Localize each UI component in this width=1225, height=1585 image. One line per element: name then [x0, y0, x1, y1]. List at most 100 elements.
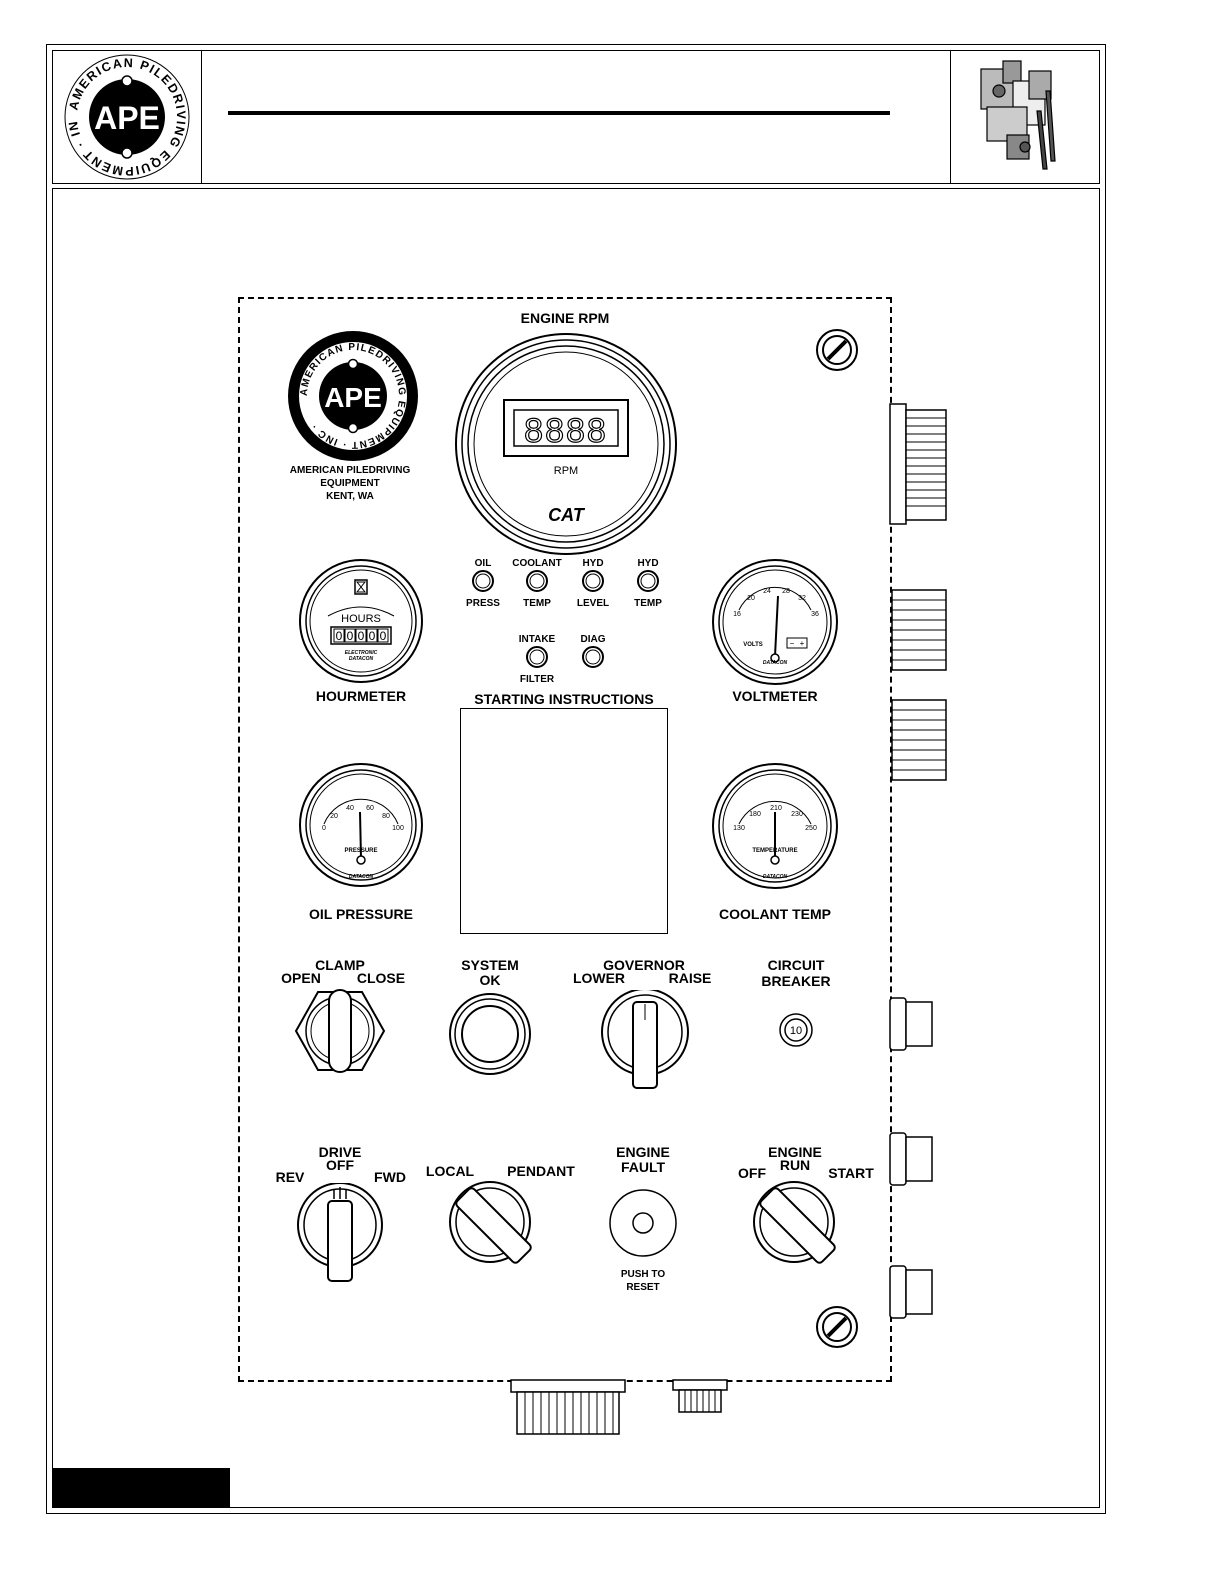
- system-ok-label: SYSTEM OK: [461, 957, 519, 988]
- clamp-close-label: CLOSE: [356, 970, 406, 986]
- indicator-bottom-label: LEVEL: [576, 598, 610, 609]
- governor-raise-label: RAISE: [668, 970, 712, 986]
- counter-digit: 0: [336, 629, 343, 643]
- governor-switch[interactable]: [600, 990, 690, 1090]
- clamp-title: CLAMP: [315, 957, 365, 973]
- indicator-lamp: [526, 646, 548, 668]
- svg-text:250: 250: [805, 825, 817, 832]
- svg-text:28: 28: [782, 588, 790, 595]
- indicator-top-label: DIAG: [580, 634, 606, 645]
- rpm-unit-label: RPM: [554, 465, 578, 477]
- hourmeter-dial-text: HOURS: [341, 613, 381, 625]
- panel-ape-logo: AMERICAN PILEDRIVING EQUIPMENT · INC · A…: [288, 331, 418, 461]
- company-name: AMERICAN PILEDRIVING EQUIPMENT KENT, WA: [270, 464, 430, 503]
- engine-run-label: RUN: [779, 1157, 811, 1173]
- svg-text:VOLTS: VOLTS: [743, 642, 763, 648]
- svg-text:DATACON: DATACON: [349, 656, 374, 662]
- svg-text:20: 20: [330, 813, 338, 820]
- counter-digit: 0: [380, 629, 387, 643]
- svg-text:210: 210: [770, 805, 782, 812]
- governor-knob-handle: [632, 1001, 658, 1089]
- header-logo-box: AMERICAN PILEDRIVING EQUIPMENT · INC · A…: [48, 40, 202, 184]
- voltmeter-gauge: 16 20 24 28 32 36 VOLTS − + DATACON: [712, 559, 838, 685]
- svg-text:36: 36: [811, 611, 819, 618]
- clamp-knob-handle: [328, 989, 352, 1073]
- governor-title: GOVERNOR: [603, 957, 685, 973]
- svg-text:0: 0: [322, 825, 326, 832]
- side-fittings: [889, 403, 947, 1319]
- counter-digit: 0: [347, 629, 354, 643]
- indicator-lamp: [582, 570, 604, 592]
- svg-text:80: 80: [382, 813, 390, 820]
- page-frame: [46, 44, 1106, 1514]
- engine-knob-handle: [759, 1187, 836, 1264]
- voltmeter-label: VOLTMETER: [732, 688, 818, 704]
- oil-pressure-label: OIL PRESSURE: [309, 906, 413, 922]
- indicator-bottom-label: TEMP: [634, 598, 662, 609]
- engine-fault-label: ENGINE FAULT: [616, 1144, 670, 1175]
- circuit-breaker-button[interactable]: 10: [778, 1012, 814, 1048]
- cat-badge: CAT: [548, 505, 586, 525]
- mode-knob-handle: [455, 1187, 532, 1264]
- header-rule: [228, 111, 890, 115]
- counter-digit: 0: [369, 629, 376, 643]
- company-location: KENT, WA: [326, 491, 374, 502]
- engine-switch-title: ENGINE: [768, 1144, 822, 1160]
- indicator-light-group: OIL PRESS COOLANT TEMP HYD LEVEL HYD TEM…: [455, 558, 695, 688]
- svg-text:40: 40: [346, 805, 354, 812]
- drive-title: DRIVE: [318, 1144, 362, 1160]
- counter-digit: 0: [358, 629, 365, 643]
- svg-text:60: 60: [366, 805, 374, 812]
- svg-text:180: 180: [749, 811, 761, 818]
- svg-text:DATACON: DATACON: [349, 874, 374, 880]
- hourmeter-gauge: HOURS 0 0 0 0 0 ELECTRONIC DATACON: [299, 559, 423, 683]
- starting-instructions-title: STARTING INSTRUCTIONS: [474, 691, 654, 707]
- page-content-frame: [52, 188, 1100, 1508]
- indicator-lamp: [526, 570, 548, 592]
- drive-fwd-label: FWD: [374, 1169, 406, 1185]
- clamp-selector-switch[interactable]: [292, 988, 388, 1074]
- starting-instructions-plate: [460, 708, 668, 934]
- engine-start-switch[interactable]: [752, 1180, 848, 1272]
- svg-text:230: 230: [791, 811, 803, 818]
- engine-rpm-gauge: 8888 RPM CAT: [455, 333, 677, 555]
- local-pendant-switch[interactable]: [448, 1180, 544, 1272]
- indicator-hyd-level: HYD LEVEL: [573, 558, 613, 609]
- svg-text:+: +: [800, 639, 805, 648]
- circuit-breaker-rating: 10: [790, 1025, 802, 1037]
- push-to-reset-label: PUSH TO RESET: [620, 1269, 666, 1293]
- indicator-top-label: COOLANT: [512, 558, 562, 569]
- indicator-bottom-label: TEMP: [523, 598, 551, 609]
- ape-header-logo: AMERICAN PILEDRIVING EQUIPMENT · INC · A…: [48, 40, 190, 180]
- panel-logo-text: APE: [324, 382, 382, 413]
- vibro-hammer-illustration: [980, 60, 1056, 170]
- header-machine-image: [950, 50, 1100, 184]
- drive-rev-label: REV: [275, 1169, 305, 1185]
- system-ok-light: [449, 993, 531, 1075]
- engine-fault-reset-button[interactable]: [608, 1188, 678, 1258]
- pendant-label: PENDANT: [507, 1163, 575, 1179]
- battery-icon: [786, 637, 808, 649]
- drive-switch[interactable]: [296, 1183, 384, 1283]
- svg-text:ELECTRONIC: ELECTRONIC: [345, 650, 378, 656]
- indicator-lamp: [472, 570, 494, 592]
- svg-text:DATACON: DATACON: [763, 660, 788, 666]
- coolant-temp-gauge: 130 180 210 230 250 TEMPERATURE DATACON: [712, 763, 838, 889]
- drive-off-label: OFF: [326, 1157, 354, 1173]
- governor-lower-label: LOWER: [572, 970, 626, 986]
- svg-text:PRESSURE: PRESSURE: [344, 848, 377, 854]
- indicator-bottom-label: FILTER: [519, 674, 555, 685]
- svg-text:−: −: [790, 639, 795, 648]
- svg-text:130: 130: [733, 825, 745, 832]
- indicator-diag: DIAG: [573, 634, 613, 674]
- indicator-top-label: INTAKE: [518, 634, 556, 645]
- indicator-oil-press: OIL PRESS: [463, 558, 503, 609]
- svg-text:20: 20: [747, 595, 755, 602]
- indicator-intake-filter: INTAKE FILTER: [507, 634, 567, 685]
- indicator-lamp: [637, 570, 659, 592]
- company-name-line1: AMERICAN PILEDRIVING: [289, 465, 411, 476]
- indicator-top-label: HYD: [582, 558, 604, 569]
- coolant-temp-label: COOLANT TEMP: [719, 906, 831, 922]
- svg-text:24: 24: [763, 588, 771, 595]
- indicator-coolant-temp: COOLANT TEMP: [507, 558, 567, 609]
